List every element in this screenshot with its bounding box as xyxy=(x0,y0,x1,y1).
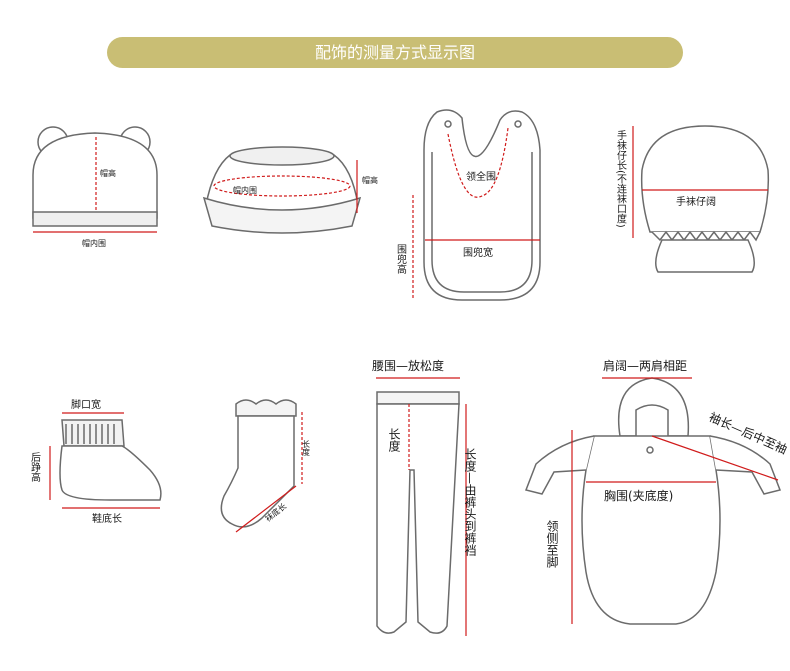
tights-waist-label: 腰围—放松度 xyxy=(372,358,444,373)
mitten-length-label: 手袜仔长(不连袜口度) xyxy=(615,129,627,228)
sleep-length-label: 领侧至脚 xyxy=(545,520,559,568)
beanie-hat-illustration xyxy=(32,126,158,227)
sock-length-label: 长度 xyxy=(302,439,311,457)
hat-inner-circ-label: 帽内围 xyxy=(82,238,106,248)
page-title: 配饰的测量方式显示图 xyxy=(314,43,475,62)
bucket-inner-circ-line xyxy=(213,175,351,197)
bucket-inner-circ-label: 帽内围 xyxy=(233,185,257,195)
bib-height-label: 围兜高 xyxy=(395,244,407,275)
sock-sole-line xyxy=(235,485,297,533)
bucket-hat-illustration xyxy=(202,146,362,234)
sleep-shoulder-label: 肩阔—两肩相距 xyxy=(603,358,687,373)
page-title-banner: 配饰的测量方式显示图 xyxy=(107,37,683,68)
tights-length-full-label: 长度—由裤头到裤裆 xyxy=(463,448,477,556)
sleepsuit-illustration xyxy=(524,377,782,625)
tights-illustration xyxy=(376,391,460,634)
bootie-heel-label: 后踭高 xyxy=(29,452,41,483)
bib-neck-line xyxy=(447,127,509,198)
bucket-height-label: 帽高 xyxy=(362,175,378,185)
mitten-width-label: 手袜仔阔 xyxy=(676,195,716,208)
sleep-chest-label: 胸围(夹底度) xyxy=(604,488,673,503)
hat-height-label: 帽高 xyxy=(100,168,116,178)
bib-width-label: 围兜宽 xyxy=(463,246,493,259)
sock-illustration xyxy=(220,399,297,528)
bootie-opening-label: 脚口宽 xyxy=(71,398,101,411)
bootie-sole-label: 鞋底长 xyxy=(92,512,122,525)
bootie-illustration xyxy=(59,419,162,501)
bib-neck-label: 领全围 xyxy=(466,170,496,183)
bib-illustration xyxy=(423,109,541,301)
mitten-illustration xyxy=(640,125,770,273)
sleep-sleeve-line xyxy=(651,435,779,481)
tights-length-short-label: 长度 xyxy=(387,428,401,452)
